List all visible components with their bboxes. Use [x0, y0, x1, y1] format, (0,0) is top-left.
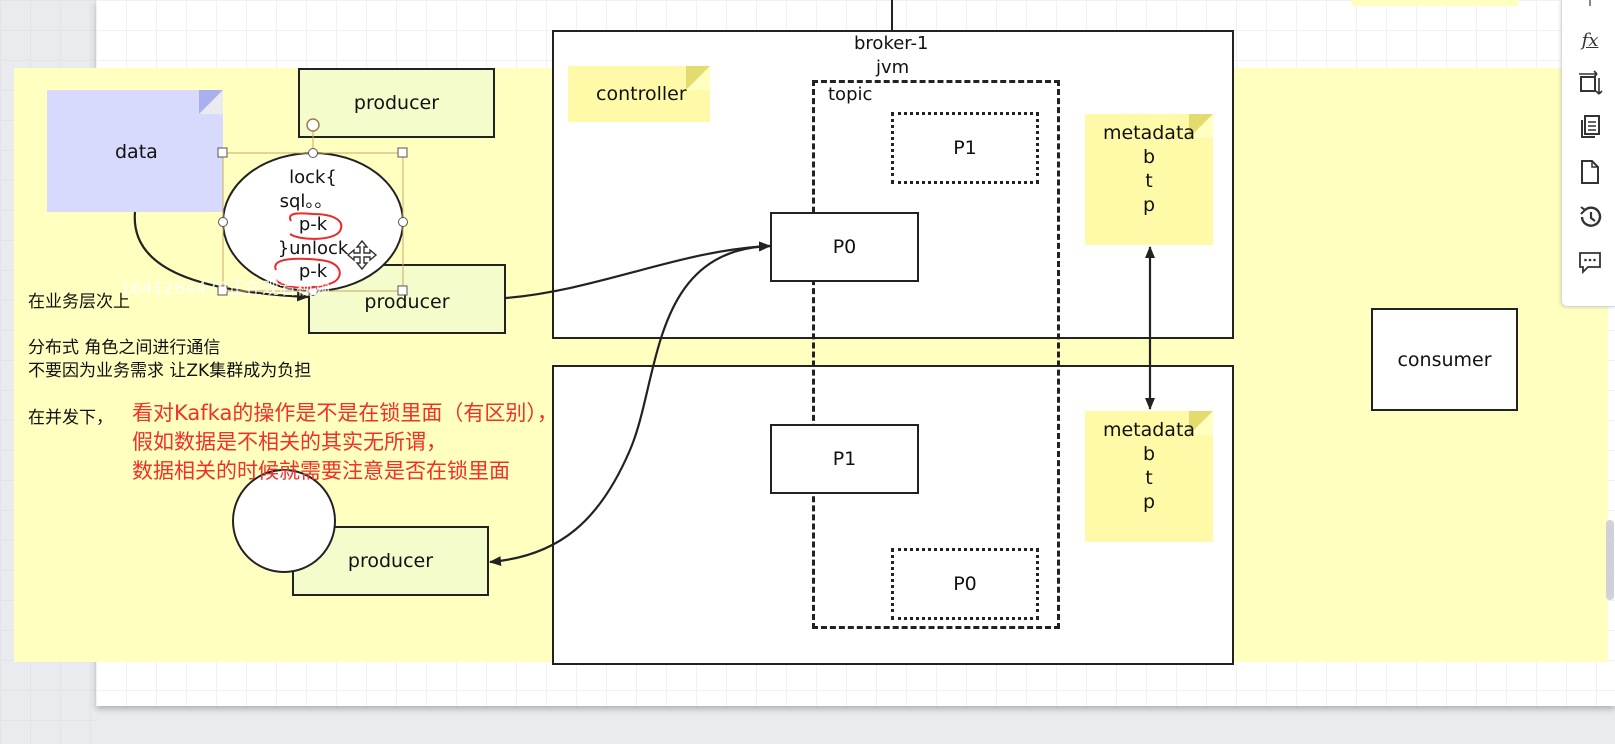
- data-label: data: [115, 141, 158, 163]
- red-note-3: 数据相关的时候就需要注意是否在锁里面: [132, 459, 510, 483]
- partition-label: P0: [832, 236, 857, 258]
- circle-shape[interactable]: [232, 469, 336, 573]
- lock-line: lock{: [289, 167, 337, 188]
- red-highlight-pk-1: [289, 212, 343, 240]
- red-note-2: 假如数据是不相关的其实无所谓，: [132, 430, 447, 454]
- metadata-line: t: [1145, 170, 1153, 192]
- comment-icon[interactable]: [1576, 248, 1604, 276]
- partition-p0[interactable]: P0: [770, 212, 919, 282]
- note-concurrency: 在并发下，: [28, 408, 113, 428]
- metadata-title: metadata: [1102, 122, 1196, 144]
- consumer-label: consumer: [1397, 348, 1492, 371]
- broker-title: broker-1: [854, 33, 929, 54]
- note-business-level: 在业务层次上: [28, 292, 130, 312]
- history-icon[interactable]: [1576, 203, 1604, 231]
- resize-icon[interactable]: [1576, 69, 1604, 97]
- red-highlight-pk-2: [274, 257, 341, 289]
- lock-line: p-k: [298, 214, 328, 235]
- lock-line: }unlock: [277, 237, 349, 259]
- metadata-line: b: [1142, 146, 1156, 168]
- producer-label: producer: [353, 92, 440, 114]
- watermark-text: 1641284478正在观看视频: [120, 279, 331, 299]
- consumer-box[interactable]: consumer: [1371, 308, 1518, 411]
- note-distributed-2: 不要因为业务需求 让ZK集群成为负担: [28, 361, 312, 381]
- producer-label: producer: [364, 291, 450, 313]
- metadata-line: b: [1142, 443, 1156, 465]
- controller-note[interactable]: [568, 66, 710, 122]
- metadata-line: p: [1142, 194, 1156, 216]
- metadata-text-bottom: metadata b t p: [1085, 418, 1213, 514]
- metadata-note-top[interactable]: [1085, 114, 1213, 245]
- yellow-background-strip: [1352, 0, 1518, 6]
- vertical-scrollbar[interactable]: [1606, 520, 1614, 600]
- jvm-label: jvm: [876, 57, 910, 78]
- topic-label: topic: [828, 84, 873, 105]
- lock-line: p-k: [298, 261, 328, 282]
- lock-line: sql。。: [279, 190, 333, 212]
- note-distributed-1: 分布式 角色之间进行通信: [28, 338, 221, 358]
- metadata-line: p: [1142, 491, 1156, 513]
- resize-handles[interactable]: [217, 147, 408, 296]
- metadata-text-top: metadata b t p: [1085, 121, 1213, 217]
- data-note[interactable]: [47, 90, 223, 212]
- metadata-title: metadata: [1102, 419, 1196, 441]
- page-icon[interactable]: [1576, 158, 1604, 186]
- partition-p1[interactable]: P1: [770, 424, 919, 494]
- producer-top[interactable]: producer: [298, 68, 495, 138]
- partition-p1-replica[interactable]: P1: [891, 112, 1039, 184]
- topic-container[interactable]: [812, 80, 1060, 629]
- metadata-line: t: [1145, 467, 1153, 489]
- lock-ellipse-text: lock{ sql。。 p-k }unlock p-k: [262, 166, 364, 284]
- copy-icon[interactable]: [1576, 112, 1604, 140]
- arrow-p0-to-producer-bottom[interactable]: [489, 241, 771, 567]
- red-note-1: 看对Kafka的操作是不是在锁里面（有区别），: [132, 401, 558, 425]
- partition-label: P0: [953, 573, 977, 595]
- partition-p0-replica[interactable]: P0: [891, 548, 1039, 620]
- rotate-handle[interactable]: [306, 118, 320, 132]
- partition-label: P1: [953, 137, 977, 159]
- controller-label: controller: [596, 83, 687, 105]
- arrow-data-to-producer[interactable]: [133, 211, 309, 302]
- move-cursor-icon: [346, 239, 378, 271]
- function-icon[interactable]: fx: [1581, 29, 1599, 51]
- metadata-note-bottom[interactable]: [1085, 411, 1213, 542]
- partition-label: P1: [832, 448, 857, 470]
- producer-label: producer: [347, 550, 434, 572]
- arrow-up-icon[interactable]: ↑: [1584, 0, 1596, 10]
- right-toolbar: ↑ fx: [1561, 0, 1615, 307]
